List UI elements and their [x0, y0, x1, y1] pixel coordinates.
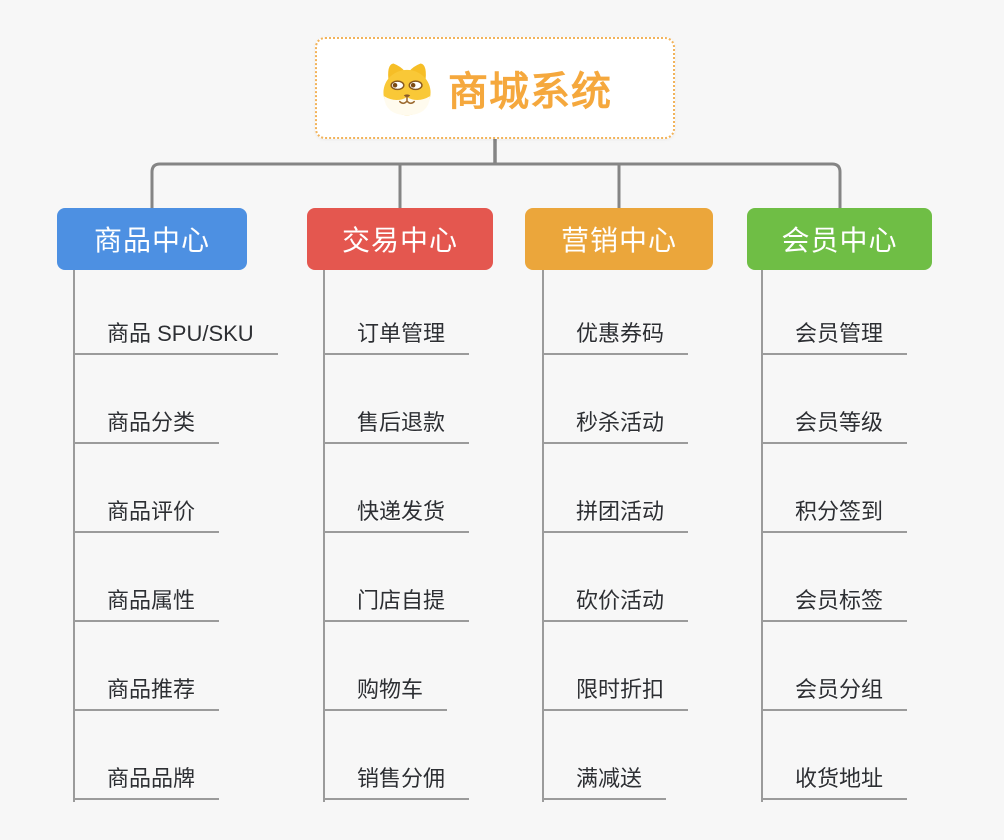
child-topic[interactable]: 商品属性: [73, 582, 220, 622]
root-topic[interactable]: 商城系统: [315, 37, 675, 139]
branch-bus-line: [150, 162, 842, 210]
child-topic[interactable]: 限时折扣: [542, 671, 689, 711]
branch-label: 交易中心: [341, 225, 458, 256]
child-topic[interactable]: 会员标签: [761, 582, 908, 622]
branch-spine-line: [542, 270, 544, 802]
child-topic[interactable]: 优惠券码: [542, 315, 689, 355]
branch-product-center[interactable]: 商品中心: [57, 208, 247, 270]
branch-drop-lines: [398, 164, 621, 210]
branch-label: 营销中心: [560, 225, 677, 256]
child-topic[interactable]: 会员等级: [761, 404, 908, 444]
branch-children-trade: 订单管理 售后退款 快递发货 门店自提 购物车 销售分佣: [323, 270, 553, 804]
branch-spine-line: [323, 270, 325, 802]
root-topic-label: 商城系统: [448, 70, 612, 114]
child-topic[interactable]: 销售分佣: [323, 760, 470, 800]
child-topic[interactable]: 购物车: [323, 671, 448, 711]
branch-label: 商品中心: [93, 225, 210, 256]
child-topic[interactable]: 收货地址: [761, 760, 908, 800]
branch-children-member: 会员管理 会员等级 积分签到 会员标签 会员分组 收货地址: [761, 270, 991, 804]
branch-spine-line: [761, 270, 763, 802]
child-topic[interactable]: 满减送: [542, 760, 667, 800]
child-topic[interactable]: 订单管理: [323, 315, 470, 355]
child-topic[interactable]: 商品评价: [73, 493, 220, 533]
branch-trade-center[interactable]: 交易中心: [307, 208, 493, 270]
dog-face-icon: [383, 63, 431, 116]
child-topic[interactable]: 会员分组: [761, 671, 908, 711]
child-topic[interactable]: 商品分类: [73, 404, 220, 444]
child-topic[interactable]: 售后退款: [323, 404, 470, 444]
child-topic[interactable]: 秒杀活动: [542, 404, 689, 444]
branch-member-center[interactable]: 会员中心: [747, 208, 932, 270]
child-topic[interactable]: 积分签到: [761, 493, 908, 533]
branch-spine-line: [73, 270, 75, 802]
child-topic[interactable]: 商品品牌: [73, 760, 220, 800]
child-topic[interactable]: 快递发货: [323, 493, 470, 533]
child-topic[interactable]: 砍价活动: [542, 582, 689, 622]
child-topic[interactable]: 拼团活动: [542, 493, 689, 533]
branch-label: 会员中心: [781, 225, 898, 256]
branch-marketing-center[interactable]: 营销中心: [525, 208, 713, 270]
branch-children-product: 商品 SPU/SKU 商品分类 商品评价 商品属性 商品推荐 商品品牌: [73, 270, 303, 804]
child-topic[interactable]: 商品 SPU/SKU: [73, 315, 278, 355]
child-topic[interactable]: 门店自提: [323, 582, 470, 622]
branch-children-marketing: 优惠券码 秒杀活动 拼团活动 砍价活动 限时折扣 满减送: [542, 270, 772, 804]
child-topic[interactable]: 商品推荐: [73, 671, 220, 711]
child-topic[interactable]: 会员管理: [761, 315, 908, 355]
